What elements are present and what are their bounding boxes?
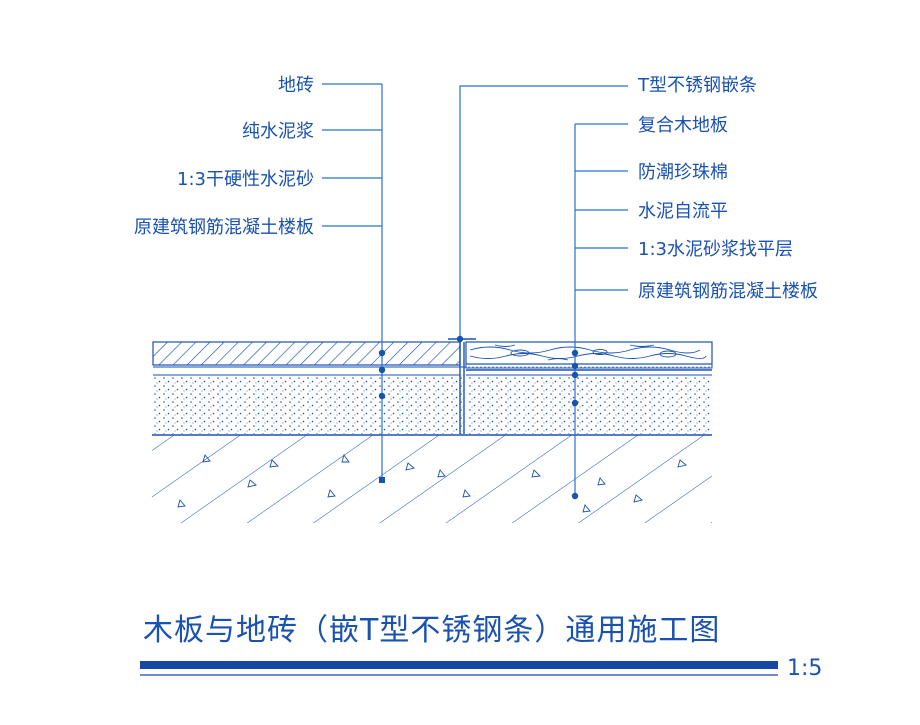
- right-leaders: [459, 85, 628, 495]
- right-leader-dots: [456, 335, 579, 500]
- label-moisture-foam: 防潮珍珠棉: [638, 162, 728, 183]
- label-cement-paste: 纯水泥浆: [242, 121, 314, 142]
- label-t-strip: T型不锈钢嵌条: [637, 75, 757, 96]
- concrete-slab: [152, 435, 712, 523]
- wood-grain: [469, 344, 707, 361]
- dry-mortar-layer: [153, 375, 463, 434]
- drawing-scale: 1:5: [787, 656, 822, 681]
- label-concrete-slab-left: 原建筑钢筋混凝土楼板: [134, 217, 314, 238]
- label-concrete-slab-right: 原建筑钢筋混凝土楼板: [638, 281, 818, 302]
- moisture-foam-layer: [465, 363, 713, 369]
- label-tile: 地砖: [278, 75, 314, 96]
- leveling-mortar-layer: [466, 375, 712, 434]
- title-underline-bar: [140, 661, 778, 669]
- drawing-title: 木板与地砖（嵌T型不锈钢条）通用施工图: [143, 613, 720, 648]
- left-leader-dots: [378, 349, 386, 483]
- label-wood-floor: 复合木地板: [638, 115, 728, 136]
- left-leaders: [322, 83, 383, 480]
- label-self-leveling: 水泥自流平: [638, 201, 728, 222]
- label-dry-mortar: 1:3干硬性水泥砂: [177, 169, 314, 190]
- tile-layer: [152, 341, 461, 366]
- floor-section: [152, 338, 713, 523]
- label-leveling-mortar: 1:3水泥砂浆找平层: [638, 239, 793, 260]
